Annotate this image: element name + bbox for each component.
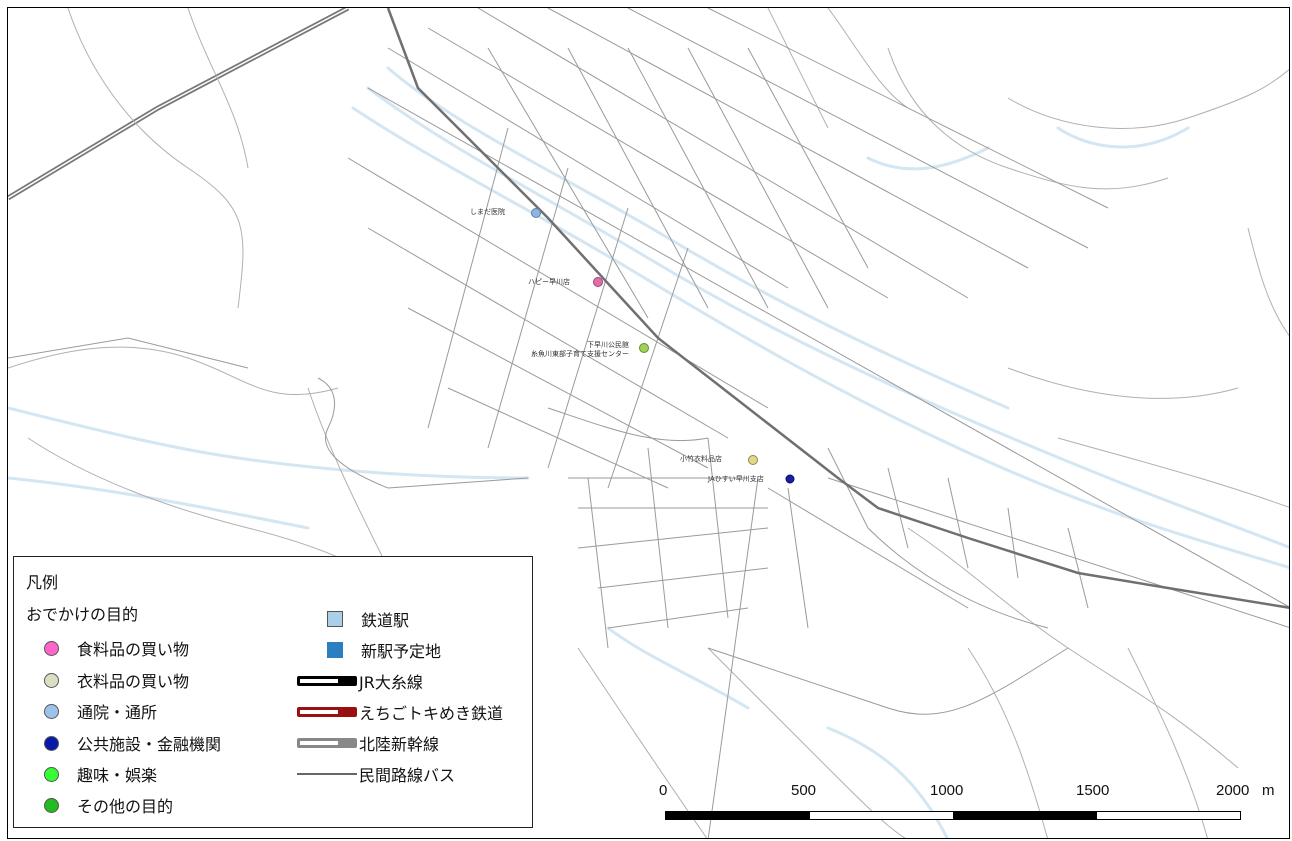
legend-purpose-hospital: 通院・通所	[44, 699, 157, 723]
legend-purpose-hobby: 趣味・娯楽	[44, 762, 157, 786]
bus-line-icon	[297, 769, 357, 779]
legend-purpose-food: 食料品の買い物	[44, 636, 189, 660]
legend: 凡例 おでかけの目的 食料品の買い物 衣料品の買い物 通院・通所 公共施設・金融…	[13, 556, 533, 828]
legend-new-station: 新駅予定地	[327, 638, 441, 662]
scale-label-2000: 2000	[1216, 782, 1250, 799]
legend-purpose-label: その他の目的	[77, 797, 174, 816]
jr-line-icon	[297, 676, 357, 686]
poi-label-bank: JAひすい早川支店	[708, 475, 764, 483]
legend-purpose-clothing: 衣料品の買い物	[44, 668, 189, 692]
poi-label-food: ハピー早川店	[528, 278, 570, 286]
poi-label-clothing: 小竹衣料品店	[680, 455, 722, 463]
poi-clothing-marker	[748, 455, 758, 465]
poi-markers	[531, 208, 795, 484]
scale-unit: m	[1262, 782, 1275, 799]
legend-line-label: JR大糸線	[359, 673, 423, 692]
poi-label-community: 下早川公民館 糸魚川東部子育て支援センター	[531, 341, 629, 358]
jr-oito-line	[386, 8, 1289, 609]
legend-purpose-public: 公共施設・金融機関	[44, 731, 221, 755]
base-map	[8, 8, 1289, 838]
other-dot-icon	[44, 797, 59, 813]
legend-line-bus: 民間路線バス	[297, 762, 455, 786]
legend-line-tokimeki: えちごトキめき鉄道	[297, 700, 503, 724]
legend-purpose-other: その他の目的	[44, 793, 173, 817]
legend-line-shinkansen: 北陸新幹線	[297, 731, 439, 755]
scale-label-500: 500	[791, 782, 817, 799]
legend-purpose-label: 通院・通所	[77, 703, 158, 722]
clothing-dot-icon	[44, 672, 59, 688]
legend-purpose-label: 公共施設・金融機関	[77, 735, 222, 754]
legend-line-jr: JR大糸線	[297, 669, 423, 693]
legend-station-label: 新駅予定地	[361, 642, 442, 661]
legend-purpose-label: 食料品の買い物	[77, 640, 190, 659]
shinkansen-line	[8, 8, 350, 201]
legend-subtitle: おでかけの目的	[26, 605, 139, 624]
poi-food-marker	[593, 277, 603, 287]
scale-label-1500: 1500	[1076, 782, 1110, 799]
poi-label-hospital: しまだ医院	[470, 208, 505, 216]
scale-label-0: 0	[659, 782, 668, 799]
legend-line-label: えちごトキめき鉄道	[359, 704, 504, 723]
food-dot-icon	[44, 640, 59, 656]
legend-purpose-label: 衣料品の買い物	[77, 672, 190, 691]
legend-station-label: 鉄道駅	[361, 611, 410, 630]
legend-purpose-label: 趣味・娯楽	[77, 766, 158, 785]
new-station-square-icon	[327, 642, 343, 658]
station-square-icon	[327, 611, 343, 627]
shinkansen-line-icon	[297, 738, 357, 748]
legend-line-label: 民間路線バス	[359, 766, 456, 785]
legend-title: 凡例	[26, 573, 59, 592]
hospital-dot-icon	[44, 703, 59, 719]
poi-community-marker	[639, 343, 649, 353]
tokimeki-line-icon	[297, 707, 357, 717]
legend-station: 鉄道駅	[327, 607, 409, 631]
legend-line-label: 北陸新幹線	[359, 735, 440, 754]
scale-label-1000: 1000	[930, 782, 964, 799]
poi-bank-marker	[785, 474, 795, 484]
scale-bar-graphic	[665, 811, 1241, 820]
hobby-dot-icon	[44, 766, 59, 782]
poi-hospital-marker	[531, 208, 541, 218]
public-facility-dot-icon	[44, 735, 59, 751]
street-grid	[8, 8, 1289, 838]
